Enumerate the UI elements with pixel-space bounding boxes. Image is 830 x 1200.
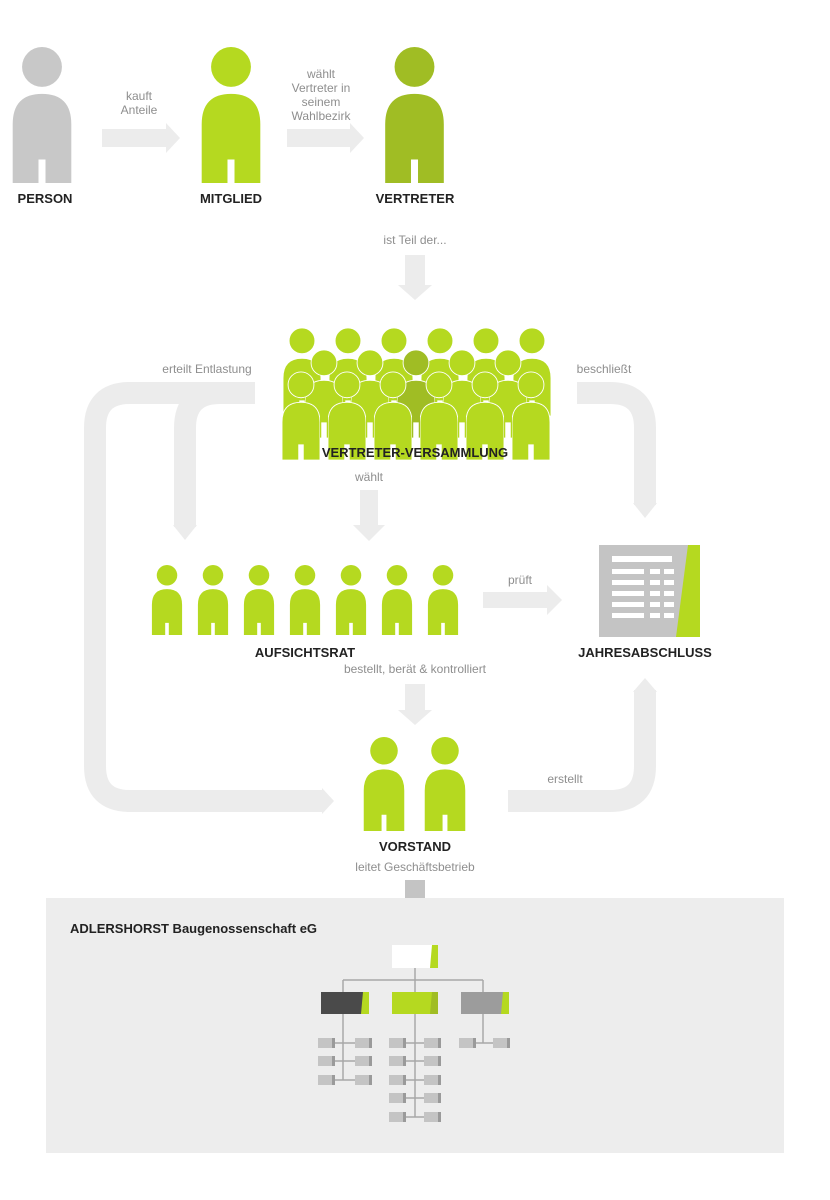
jahresabschluss-document-icon: [599, 545, 700, 637]
edge-label-seinem: seinem: [302, 95, 341, 109]
edge-label-waehlt-ar: wählt: [354, 470, 384, 484]
versammlung-crowd: [282, 327, 551, 461]
aufsichtsrat-figures: [151, 565, 459, 635]
label-vorstand: VORSTAND: [379, 839, 451, 854]
edge-label-beschliesst: beschließt: [577, 362, 632, 376]
label-vertreter: VERTRETER: [376, 191, 455, 206]
edge-label-waehlt: wählt: [306, 67, 336, 81]
vorstand-figures: [363, 737, 466, 831]
org-chart-units: [318, 1038, 510, 1122]
edge-label-wahlbezirk: Wahlbezirk: [292, 109, 352, 123]
edge-label-ist-teil: ist Teil der...: [383, 233, 446, 247]
edge-label-bestellt: bestellt, berät & kontrolliert: [344, 662, 487, 676]
edge-label-leitet: leitet Geschäftsbetrieb: [355, 860, 475, 874]
person-figure: [12, 47, 72, 183]
straight-arrows: [102, 123, 562, 725]
vertreter-figure: [385, 47, 444, 183]
label-person: PERSON: [18, 191, 73, 206]
edge-label-anteile: Anteile: [121, 103, 158, 117]
org-chart-lines: [334, 968, 493, 1118]
label-mitglied: MITGLIED: [200, 191, 262, 206]
loop-arrowheads: [173, 503, 657, 814]
org-title: ADLERSHORST Baugenossenschaft eG: [70, 921, 317, 936]
org-chart-unit-accents: [332, 1038, 510, 1122]
org-chart-boxes: [321, 945, 509, 1014]
label-jahresabschluss: JAHRESABSCHLUSS: [578, 645, 712, 660]
edge-label-kauft: kauft: [126, 89, 153, 103]
label-versammlung: VERTRETER-VERSAMMLUNG: [322, 445, 508, 460]
loop-arrows: [84, 382, 656, 812]
edge-label-vertreter-in: Vertreter in: [292, 81, 351, 95]
label-aufsichtsrat: AUFSICHTSRAT: [255, 645, 355, 660]
edge-label-entlastung: erteilt Entlastung: [162, 362, 251, 376]
edge-label-erstellt: erstellt: [547, 772, 583, 786]
edge-label-prueft: prüft: [508, 573, 533, 587]
mitglied-figure: [201, 47, 261, 183]
